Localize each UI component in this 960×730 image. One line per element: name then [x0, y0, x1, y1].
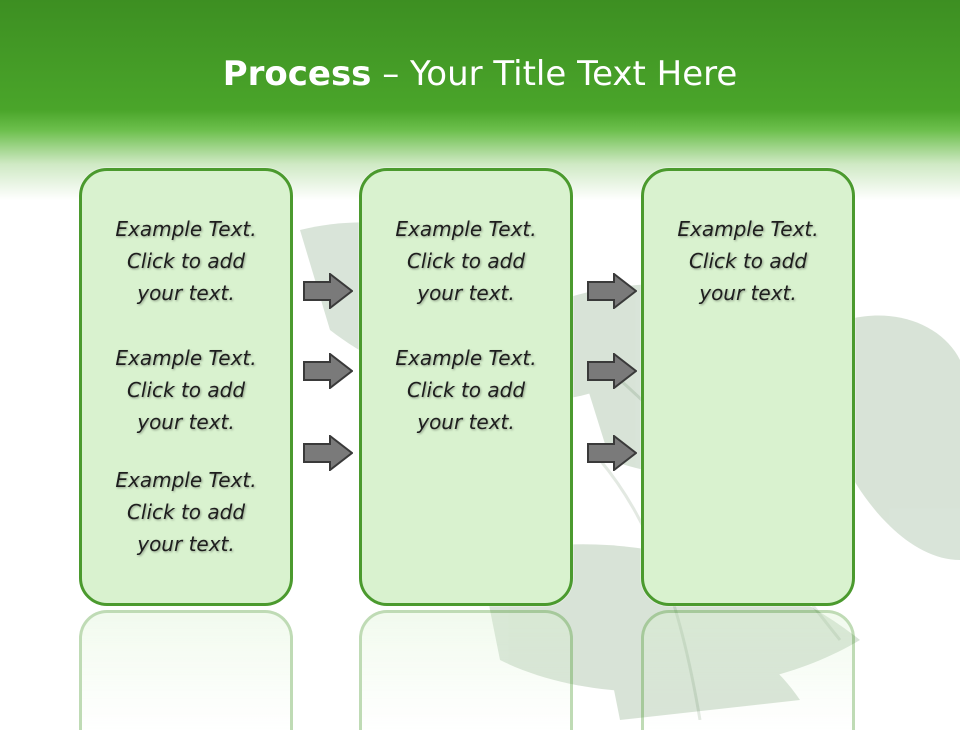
right-arrow-icon[interactable] — [303, 435, 353, 471]
process-step-box-2[interactable]: Example Text. Click to add your text. Ex… — [359, 168, 573, 606]
box-2-reflection — [359, 610, 573, 730]
right-arrow-icon[interactable] — [587, 435, 637, 471]
page-title[interactable]: Process – Your Title Text Here — [0, 52, 960, 96]
right-arrow-icon[interactable] — [587, 273, 637, 309]
title-rest: – Your Title Text Here — [371, 54, 738, 94]
title-banner — [0, 0, 960, 200]
step-2-text-1[interactable]: Example Text. Click to add your text. — [395, 217, 537, 305]
right-arrow-icon[interactable] — [303, 273, 353, 309]
step-1-text-3[interactable]: Example Text. Click to add your text. — [115, 468, 257, 556]
title-bold: Process — [222, 54, 372, 94]
box-1-reflection — [79, 610, 293, 730]
box-3-reflection — [641, 610, 855, 730]
step-2-text-2[interactable]: Example Text. Click to add your text. — [395, 346, 537, 434]
step-1-text-2[interactable]: Example Text. Click to add your text. — [115, 346, 257, 434]
process-step-box-1[interactable]: Example Text. Click to add your text. Ex… — [79, 168, 293, 606]
step-1-text-1[interactable]: Example Text. Click to add your text. — [115, 217, 257, 305]
step-3-text-1[interactable]: Example Text. Click to add your text. — [677, 217, 819, 305]
process-step-box-3[interactable]: Example Text. Click to add your text. — [641, 168, 855, 606]
right-arrow-icon[interactable] — [303, 353, 353, 389]
right-arrow-icon[interactable] — [587, 353, 637, 389]
